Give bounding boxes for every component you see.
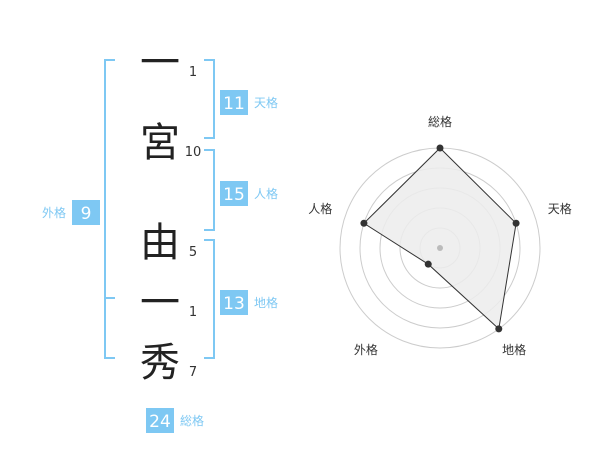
chikaku-label: 地格 [254,295,278,310]
radar-center-dot [437,245,443,251]
name-char-4: 一 [140,280,180,326]
soukaku-badge [146,408,174,433]
gaikaku-label: 外格 [42,205,66,220]
gaikaku-bracket [104,59,115,359]
jinkaku-badge [220,181,248,206]
tenkaku-value: 11 [223,94,245,114]
radar-polygon [363,147,517,330]
radar-axis-label: 地格 [502,342,526,357]
tenkaku-badge [220,90,248,115]
name-char-3: 由 [140,220,180,266]
jinkaku-bracket [204,149,215,231]
radar-point-5 [360,219,368,227]
stroke-count-1: 1 [189,65,197,80]
radar-axis-label: 天格 [548,201,572,216]
radar-point-1 [436,144,444,152]
stroke-count-3: 5 [189,245,197,260]
radar-axis-label: 外格 [354,342,378,357]
stroke-count-2: 10 [185,145,202,160]
radar-point-4 [424,260,432,268]
jinkaku-value: 15 [223,185,245,205]
radar-axis-label: 総格 [428,114,452,129]
chikaku-bracket [204,239,215,359]
stroke-count-4: 1 [189,305,197,320]
gaikaku-value: 9 [81,204,92,224]
radar-points [360,144,520,333]
radar-axis-label: 人格 [308,201,332,216]
stroke-count-5: 7 [189,365,197,380]
radar-point-2 [512,219,520,227]
name-char-5: 秀 [140,340,180,386]
chikaku-value: 13 [223,294,245,314]
tenkaku-label: 天格 [254,95,278,110]
radar-chart: 総格 天格 地格 外格 人格 [308,114,572,357]
name-char-1: 一 [140,40,180,86]
soukaku-label: 総格 [180,413,204,428]
gaikaku-badge [72,200,100,225]
name-char-2: 宮 [140,120,180,166]
radar-point-3 [495,325,503,333]
soukaku-value: 24 [149,412,171,432]
chikaku-badge [220,290,248,315]
tenkaku-bracket [204,59,215,139]
jinkaku-label: 人格 [254,186,278,201]
